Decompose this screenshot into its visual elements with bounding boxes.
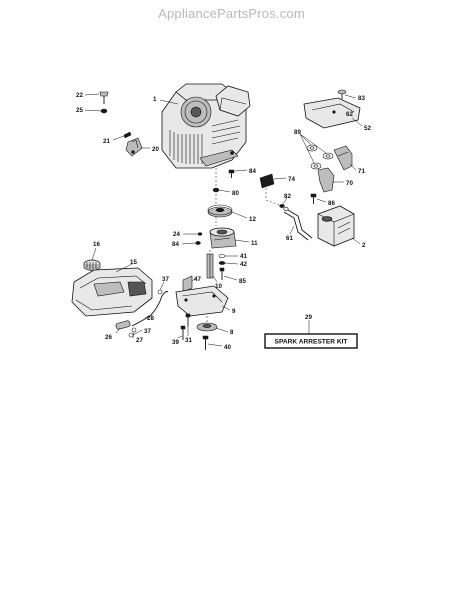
control-bracket-20[interactable]: [125, 137, 143, 157]
callout-21: 21: [103, 138, 110, 145]
connector-74[interactable]: [259, 173, 275, 189]
callout-70: 70: [346, 180, 353, 187]
callout-84-upper: 84: [249, 168, 256, 175]
gasket-89-lower[interactable]: [310, 162, 322, 170]
heat-shield-62[interactable]: [303, 97, 361, 129]
washer-84-lower[interactable]: [195, 241, 201, 245]
callout-39: 39: [172, 339, 179, 346]
fuel-line-28[interactable]: [131, 291, 169, 327]
bolt-40[interactable]: [202, 335, 209, 350]
callout-40: 40: [224, 344, 231, 351]
washer-25[interactable]: [100, 108, 108, 114]
callout-9: 9: [232, 308, 236, 315]
callout-31: 31: [185, 337, 192, 344]
callout-80: 80: [232, 190, 239, 197]
cable-clamp-21[interactable]: [123, 131, 132, 139]
callout-37-upper: 37: [162, 276, 169, 283]
pulley-8[interactable]: [196, 322, 218, 332]
fuel-filter-26[interactable]: [115, 320, 131, 330]
bolt-39[interactable]: [180, 325, 186, 340]
callout-10: 10: [215, 283, 222, 290]
callout-2: 2: [362, 242, 366, 249]
callout-47: 47: [194, 276, 201, 283]
bolt-83[interactable]: [337, 89, 347, 99]
callout-27: 27: [136, 337, 143, 344]
callout-61: 61: [286, 235, 293, 242]
washer-41[interactable]: [218, 254, 226, 258]
bolt-31[interactable]: [185, 313, 191, 326]
callout-25: 25: [76, 107, 83, 114]
gasket-89-upper[interactable]: [306, 144, 318, 152]
callout-8: 8: [230, 329, 234, 336]
callout-20: 20: [152, 146, 159, 153]
bolt-85[interactable]: [219, 267, 225, 280]
fuel-cap-16[interactable]: [83, 259, 101, 271]
callout-83: 83: [358, 95, 365, 102]
exhaust-pipe-71[interactable]: [333, 145, 353, 171]
fuel-tank-15[interactable]: [71, 267, 153, 317]
callout-11: 11: [251, 240, 258, 247]
callout-24: 24: [173, 231, 180, 238]
callout-15: 15: [130, 259, 137, 266]
callout-82: 82: [284, 193, 291, 200]
callout-12: 12: [249, 216, 256, 223]
fitting-82[interactable]: [279, 204, 289, 211]
callout-86: 86: [328, 200, 335, 207]
callout-22: 22: [76, 92, 83, 99]
callout-89: 89: [294, 129, 301, 136]
gasket-89-right[interactable]: [322, 152, 334, 160]
callout-85: 85: [239, 278, 246, 285]
spark-arrester-kit-label: SPARK ARRESTER KIT: [275, 339, 348, 346]
callout-29: 29: [305, 314, 312, 321]
callout-74: 74: [288, 176, 295, 183]
electric-clutch-11[interactable]: [209, 227, 237, 249]
callout-1: 1: [153, 96, 157, 103]
callout-84-lower: 84: [172, 241, 179, 248]
spark-arrester-kit-box[interactable]: SPARK ARRESTER KIT: [264, 333, 358, 349]
exhaust-pipe-70[interactable]: [317, 167, 335, 193]
hose-clamp-37-lower[interactable]: [128, 332, 134, 338]
leader-lines: [84, 93, 363, 347]
callout-37-lower: 37: [144, 328, 151, 335]
callout-41: 41: [240, 253, 247, 260]
bolt-22[interactable]: [99, 91, 109, 104]
hose-clamp-37-upper[interactable]: [157, 289, 163, 295]
engine[interactable]: [161, 83, 251, 169]
callout-42: 42: [240, 261, 247, 268]
callout-28: 28: [147, 315, 154, 322]
bolt-86[interactable]: [310, 193, 317, 204]
spacer-10[interactable]: [206, 253, 214, 279]
engine-pulley-12[interactable]: [207, 204, 233, 218]
engine-mount-plate-9[interactable]: [175, 285, 229, 317]
pipe-61[interactable]: [283, 209, 313, 241]
bracket-47[interactable]: [182, 275, 193, 293]
bolt-24[interactable]: [197, 232, 203, 236]
callout-71: 71: [358, 168, 365, 175]
callout-26: 26: [105, 334, 112, 341]
callout-labels: 1 2 8 9 10 11 12 15 16 20 21 22 24 25 26…: [76, 92, 371, 351]
callout-16: 16: [93, 241, 100, 248]
muffler-2[interactable]: [317, 205, 355, 247]
watermark: AppliancePartsPros.com: [158, 6, 305, 21]
washer-42[interactable]: [218, 261, 226, 265]
bolt-84-upper[interactable]: [228, 169, 235, 178]
callout-52: 52: [364, 125, 371, 132]
washer-80[interactable]: [212, 187, 220, 193]
callout-62: 62: [346, 111, 353, 118]
hose-clamp-27[interactable]: [131, 327, 137, 333]
